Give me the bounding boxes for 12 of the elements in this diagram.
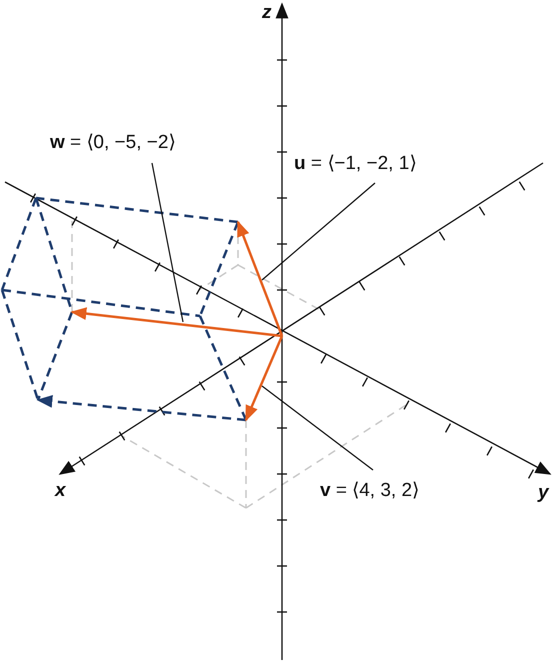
vector-arrow <box>236 220 284 336</box>
vector-arrow <box>70 307 282 338</box>
leader-line <box>151 162 184 322</box>
axis-label: y <box>538 482 549 504</box>
axis-label: x <box>55 480 66 502</box>
leader-line <box>262 182 376 280</box>
vector-label: v = ⟨4, 3, 2⟩ <box>320 480 420 502</box>
vector-arrow <box>244 336 284 422</box>
vector-label: w = ⟨0, −5, −2⟩ <box>50 132 176 154</box>
axis-label: z <box>262 2 272 24</box>
leader-line <box>262 386 374 470</box>
vector-label: u = ⟨−1, −2, 1⟩ <box>294 153 416 175</box>
